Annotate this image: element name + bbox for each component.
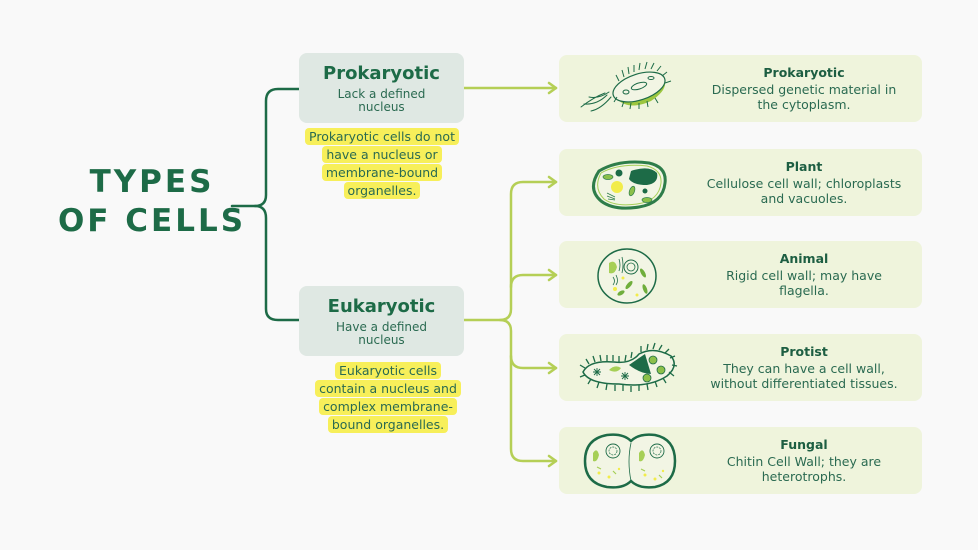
lime-arrows — [462, 81, 558, 468]
card-prokaryotic: Prokaryotic Dispersed genetic material i… — [559, 55, 922, 122]
fungal-cell-icon — [583, 433, 677, 489]
category-eukaryotic: Eukaryotic Have a defined nucleus — [299, 286, 464, 356]
note-text: Eukaryotic cells contain a nucleus and c… — [315, 362, 461, 433]
card-animal: Animal Rigid cell wall; may have flagell… — [559, 241, 922, 308]
bracket-to-eukaryotic — [253, 204, 301, 322]
arrowhead-prokaryotic — [547, 81, 558, 95]
arrowhead-animal — [547, 268, 558, 282]
plant-cell-icon — [592, 160, 667, 210]
card-description: They can have a cell wall, without diffe… — [710, 361, 898, 391]
card-description: Dispersed genetic material in the cytopl… — [711, 82, 897, 112]
card-title: Protist — [780, 344, 828, 359]
card-description: Chitin Cell Wall; they are heterotrophs. — [726, 454, 882, 484]
card-text: Plant Cellulose cell wall; chloroplasts … — [689, 159, 919, 206]
root-bracket — [230, 87, 301, 322]
arrow-to-plant-card — [462, 180, 558, 322]
diagram-title: TYPES OF CELLS — [52, 163, 252, 241]
note-eukaryotic: Eukaryotic cells contain a nucleus and c… — [312, 362, 464, 434]
bracket-to-prokaryotic — [230, 87, 301, 208]
arrowhead-plant — [547, 175, 558, 189]
card-text: Animal Rigid cell wall; may have flagell… — [689, 251, 919, 298]
card-title: Prokaryotic — [763, 65, 845, 80]
category-title: Prokaryotic — [323, 63, 440, 84]
category-prokaryotic: Prokaryotic Lack a defined nucleus — [299, 53, 464, 123]
card-description: Rigid cell wall; may have flagella. — [726, 268, 882, 298]
arrow-to-animal-card — [509, 273, 558, 289]
title-line-1: TYPES — [89, 164, 215, 200]
note-text: Prokaryotic cells do not have a nucleus … — [305, 128, 459, 199]
card-title: Fungal — [780, 437, 828, 452]
animal-cell-icon — [597, 248, 657, 304]
card-title: Plant — [785, 159, 823, 174]
card-text: Protist They can have a cell wall, witho… — [689, 344, 919, 391]
category-title: Eukaryotic — [327, 296, 436, 317]
title-line-2: OF CELLS — [57, 203, 247, 239]
card-text: Prokaryotic Dispersed genetic material i… — [689, 65, 919, 112]
category-subtitle: Lack a defined nucleus — [337, 87, 426, 114]
card-description: Cellulose cell wall; chloroplasts and va… — [706, 176, 902, 206]
arrow-to-fungal-card — [509, 354, 558, 463]
card-fungal: Fungal Chitin Cell Wall; they are hetero… — [559, 427, 922, 494]
card-plant: Plant Cellulose cell wall; chloroplasts … — [559, 149, 922, 216]
category-subtitle: Have a defined nucleus — [335, 320, 427, 347]
arrowhead-fungal — [547, 454, 558, 468]
arrowhead-protist — [547, 361, 558, 375]
card-protist: Protist They can have a cell wall, witho… — [559, 334, 922, 401]
bacterium-icon — [580, 61, 672, 112]
card-title: Animal — [779, 251, 829, 266]
note-prokaryotic: Prokaryotic cells do not have a nucleus … — [302, 128, 462, 200]
paramecium-icon — [579, 342, 678, 392]
card-text: Fungal Chitin Cell Wall; they are hetero… — [689, 437, 919, 484]
arrow-to-protist-card — [498, 318, 558, 370]
